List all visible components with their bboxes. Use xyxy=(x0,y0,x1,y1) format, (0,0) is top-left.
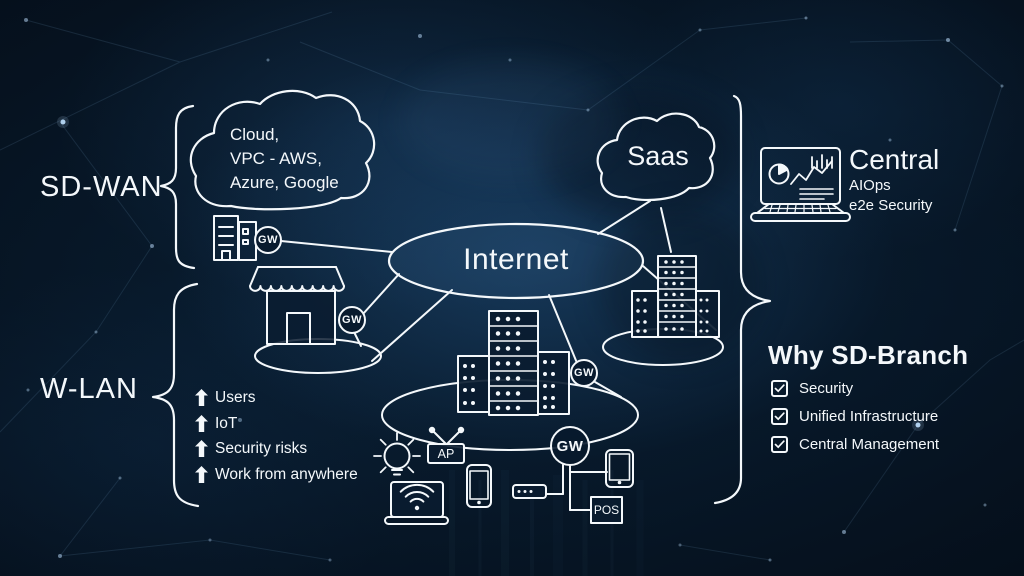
laptop-dashboard-icon xyxy=(750,147,851,222)
trend-label: IoT xyxy=(215,415,238,432)
checklist-item-unified-infrastructure: Unified Infrastructure xyxy=(771,408,938,425)
datacenter-icon xyxy=(213,215,257,261)
checklist-item-security: Security xyxy=(771,380,853,397)
gateway-label-store: GW xyxy=(342,314,362,326)
central-title: Central xyxy=(849,144,940,175)
zone-braces xyxy=(151,94,772,508)
arrow-up-icon xyxy=(195,440,208,457)
pos-terminal-label: POS xyxy=(593,503,620,517)
campus-buildings-icon xyxy=(457,310,570,416)
saas-label: Saas xyxy=(627,141,689,171)
gateway-circle-dc xyxy=(254,226,282,254)
sd-branch-brace xyxy=(713,94,772,505)
arrow-up-icon xyxy=(195,389,208,406)
map-light-blob xyxy=(400,60,620,180)
trend-item-security-risks: Security risks xyxy=(195,440,307,457)
network-switch-icon xyxy=(512,484,547,499)
sdwan-brace xyxy=(159,104,196,270)
trend-item-iot: IoT xyxy=(195,415,237,432)
laptop-wifi-icon xyxy=(384,481,449,525)
trend-item-work-from-anywhere: Work from anywhere xyxy=(195,466,358,483)
cloud-vpc-shape xyxy=(189,89,376,211)
central-feature-aiops: AIOps xyxy=(849,177,891,194)
internet-ellipse xyxy=(387,222,645,300)
lightbulb-icon xyxy=(373,432,421,476)
checkbox-checked-icon xyxy=(771,408,788,425)
checklist-label: Central Management xyxy=(799,436,940,453)
gateway-circle-campus-main xyxy=(550,426,590,466)
cloud-line-3: Azure, Google xyxy=(230,173,339,192)
wlan-brace xyxy=(151,282,200,508)
trend-label: Work from anywhere xyxy=(215,466,358,483)
access-point-icon xyxy=(427,426,465,464)
saas-cloud-shape xyxy=(596,112,716,202)
map-shade-blob xyxy=(540,90,740,220)
cloud-line-1: Cloud, xyxy=(230,125,280,144)
arrow-up-icon xyxy=(195,415,208,432)
trend-item-users: Users xyxy=(195,389,255,406)
internet-label: Internet xyxy=(463,243,569,276)
checkbox-checked-icon xyxy=(771,436,788,453)
pos-terminal-icon xyxy=(590,496,623,524)
wlan-zone-label: W-LAN xyxy=(40,373,138,405)
cloud-line-2: VPC - AWS, xyxy=(230,149,322,168)
smartphone-icon xyxy=(466,464,492,508)
gateway-circles xyxy=(254,226,598,466)
cloud-vpc-text: Cloud, VPC - AWS, Azure, Google xyxy=(230,123,339,195)
lan-device-lines xyxy=(545,464,608,511)
checkbox-checked-icon xyxy=(771,380,788,397)
trend-label: Users xyxy=(215,389,256,406)
gateway-circle-campus-small xyxy=(570,359,598,387)
gateway-label-dc: GW xyxy=(258,234,278,246)
checklist-item-central-management: Central Management xyxy=(771,436,939,453)
checklist-label: Security xyxy=(799,380,854,397)
gateway-label-campus-main: GW xyxy=(556,438,584,455)
background-node-dots xyxy=(24,16,1004,562)
sdwan-zone-label: SD-WAN xyxy=(40,171,163,203)
central-feature-security: e2e Security xyxy=(849,197,933,214)
store-icon xyxy=(249,266,346,345)
gateway-circle-store xyxy=(338,306,366,334)
trend-label: Security risks xyxy=(215,440,308,457)
access-point-label: AP xyxy=(437,447,455,461)
why-sd-branch-title: Why SD-Branch xyxy=(768,340,969,370)
arrow-up-icon xyxy=(195,466,208,483)
tablet-icon xyxy=(605,449,634,488)
gateway-label-campus-small: GW xyxy=(574,367,594,379)
branch-buildings-icon xyxy=(631,255,720,338)
checklist-label: Unified Infrastructure xyxy=(799,408,939,425)
